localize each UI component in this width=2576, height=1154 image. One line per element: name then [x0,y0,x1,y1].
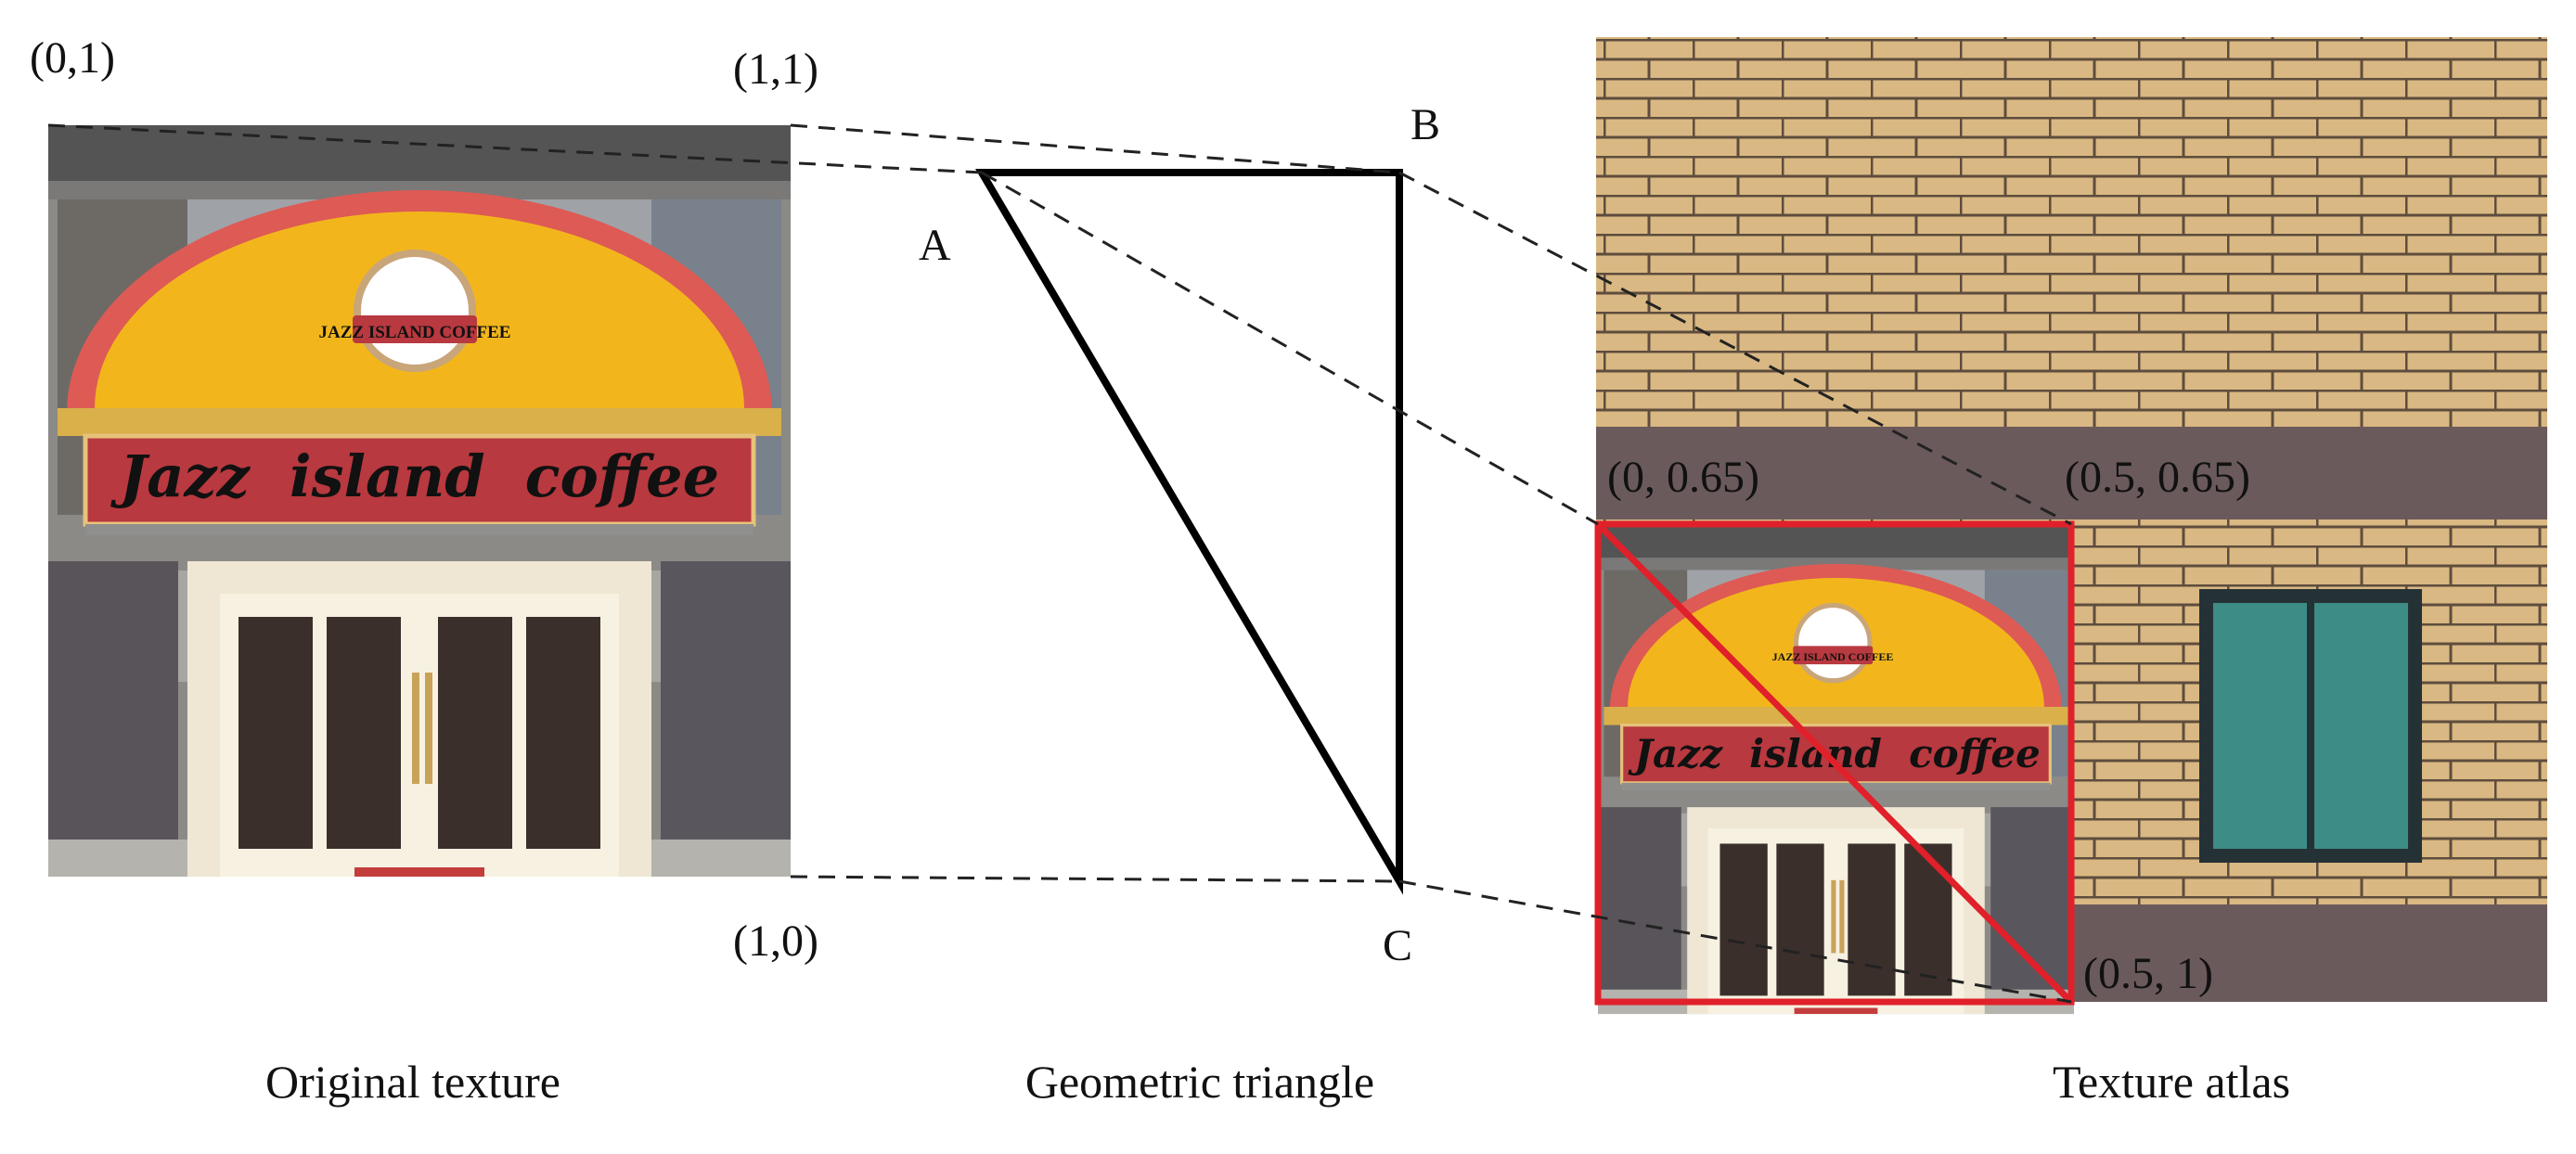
mapping-line-c-to-atlas [1398,879,2072,1004]
atlas-region-label-bottom-right: (0.5, 1) [2083,949,2213,998]
vertex-label-a: A [919,221,951,270]
atlas-diagonal [1595,521,2074,1005]
atlas-region-label-top-right: (0.5, 0.65) [2065,453,2250,502]
atlas-sign-text: Jazz island coffee [1628,731,2041,776]
texture-atlas-caption: Texture atlas [2053,1056,2290,1108]
vertex-label-b: B [1410,100,1440,149]
atlas-highlight-square [1594,520,2075,1006]
original-corner-label-bottom-right: (1,0) [733,917,818,966]
geometric-triangle-caption: Geometric triangle [1025,1056,1374,1108]
original-texture-image: Jazz island coffee JAZZ ISLAND COFFEE [48,125,791,877]
original-logo-text: JAZZ ISLAND COFFEE [319,323,511,342]
atlas-logo-text: JAZZ ISLAND COFFEE [1772,650,1894,663]
mapping-line-top-right-to-b [790,123,1400,174]
vertex-label-c: C [1383,921,1412,970]
mapping-line-top-left-to-a [47,123,983,174]
texture-atlas-image: Jazz island coffee JAZZ ISLAND COFFEE [1596,37,2547,1014]
original-sign-text: Jazz island coffee [110,442,719,510]
mapping-line-b-to-atlas [1398,171,2072,526]
mapping-line-a-to-atlas [981,171,1599,526]
mapping-line-bottom-to-c [790,875,1400,883]
mapping-lines [47,123,2072,1004]
original-corner-label-top-left: (0,1) [30,33,115,83]
original-texture-caption: Original texture [265,1056,560,1108]
geometric-triangle [975,169,1403,895]
original-corner-label-top-right: (1,1) [733,45,818,94]
atlas-region-label-top-left: (0, 0.65) [1607,453,1759,502]
